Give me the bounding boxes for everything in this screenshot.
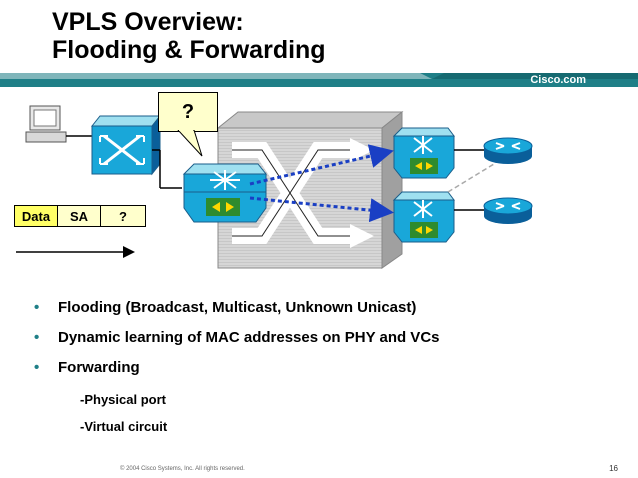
- frame-data-field: Data: [14, 205, 58, 227]
- title-line-1: VPLS Overview:: [52, 8, 244, 36]
- router-icon: [483, 137, 533, 164]
- page-number: 16: [609, 464, 618, 473]
- bullet-dot-icon: •: [34, 299, 40, 316]
- bullet-item: •Flooding (Broadcast, Multicast, Unknown…: [34, 296, 440, 319]
- unknown-destination-callout: ?: [158, 92, 218, 132]
- bullet-list: •Flooding (Broadcast, Multicast, Unknown…: [34, 296, 440, 386]
- ethernet-switch-icon: [90, 114, 162, 176]
- pe-switch-router-icon: [392, 127, 455, 179]
- router-icon: [483, 197, 533, 224]
- network-diagram: [16, 105, 533, 269]
- bullet-dot-icon: •: [34, 359, 40, 376]
- title-line-2: Flooding & Forwarding: [52, 36, 326, 64]
- sub-bullet-physical-port: -Physical port: [80, 392, 166, 407]
- pe-switch-router-icon: [392, 191, 455, 243]
- pe-switch-router-icon: [182, 163, 268, 223]
- bullet-dot-icon: •: [34, 329, 40, 346]
- header-band-decoration: [0, 73, 638, 79]
- copyright-footer: © 2004 Cisco Systems, Inc. All rights re…: [120, 466, 245, 472]
- callout-pointer: [177, 130, 203, 157]
- bullet-item: •Forwarding: [34, 356, 440, 379]
- cisco-brand-label: Cisco.com: [530, 74, 586, 86]
- sub-bullet-virtual-circuit: -Virtual circuit: [80, 419, 168, 434]
- frame-source-address-field: SA: [57, 205, 101, 227]
- frame-destination-field: ?: [100, 205, 146, 227]
- bullet-item: •Dynamic learning of MAC addresses on PH…: [34, 326, 440, 349]
- ethernet-frame: Data SA ?: [14, 205, 146, 227]
- slide-title: VPLS Overview: Flooding & Forwarding: [52, 8, 326, 64]
- pc-icon: [25, 105, 67, 143]
